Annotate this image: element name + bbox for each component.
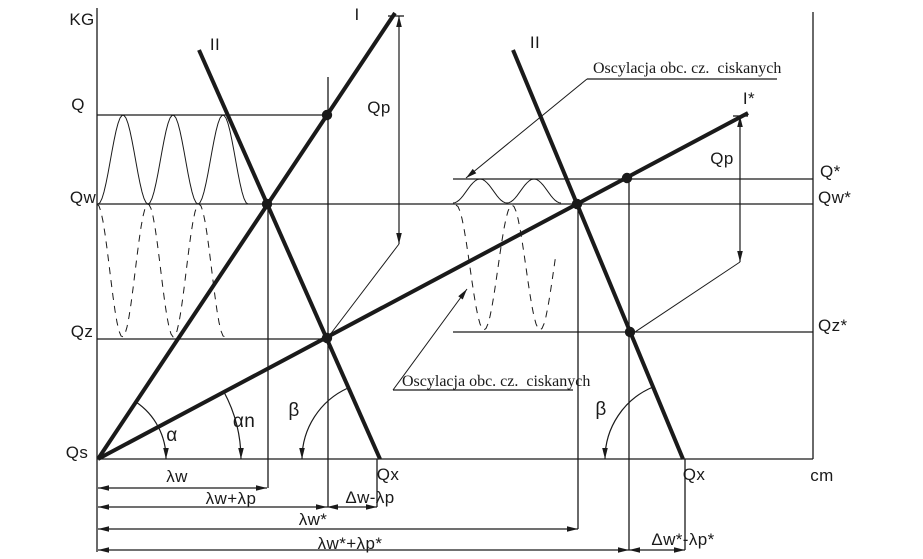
oscylacja-top-note: Oscylacja obc. cz. ciskanych [593, 60, 781, 77]
oscylacja-top-leader-arrowhead [466, 168, 477, 178]
qx-left-label: Qx [377, 465, 400, 484]
qz-label: Qz [71, 322, 94, 341]
beta-left-arc-arrowhead [299, 448, 305, 459]
oscylacja-bottom-leader-arrowhead [458, 289, 467, 300]
line-i-star-label: I* [743, 89, 755, 108]
oscillation-solid-right [452, 178, 562, 204]
lambda-w-dim-label: λw [166, 467, 188, 486]
dim-lambda-w-plus-lambda-p-right-arrowhead [316, 504, 327, 510]
dim-delta-w-star-minus-lambda-p-star-right-arrowhead [674, 547, 685, 553]
qw-label: Qw [70, 188, 97, 207]
q-star-label: Q* [820, 162, 841, 181]
qp-right-label: Qp [710, 149, 733, 168]
dim-qp-right-bottom-arrowhead [737, 251, 743, 262]
line-i [96, 11, 397, 461]
line-ii-right [511, 49, 685, 460]
delta-w-star-minus-lambda-p-star-dim-label: Δw*-λp* [651, 530, 714, 549]
intersection-dot-q [321, 109, 333, 121]
dim-qp-right-top-arrowhead [737, 116, 743, 127]
dim-qp-left-bottom-arrowhead [396, 233, 402, 244]
oscillation-dashed-left [96, 203, 228, 338]
delta-w-minus-lambda-p-dim-label: Δw-λp [345, 488, 394, 507]
line-i-star [97, 111, 749, 461]
oscylacja-bottom-leader [392, 288, 468, 391]
dim-lambda-w-plus-lambda-p-left-arrowhead [98, 504, 109, 510]
line-i-label: I [354, 5, 359, 24]
qp-left-leader [328, 243, 400, 337]
dim-delta-w-minus-lambda-p-right-arrowhead [366, 504, 377, 510]
alpha-n-angle-label: αn [233, 411, 255, 432]
beta-left-angle-label: β [288, 400, 299, 421]
beta-right-arc-arrowhead [602, 448, 608, 459]
intersection-dot-qw [261, 198, 273, 210]
lambda-w-star-dim-label: λw* [299, 510, 328, 529]
dim-lambda-w-star-plus-lambda-p-star-left-arrowhead [98, 547, 109, 553]
alpha-angle-label: α [166, 425, 177, 446]
dim-lambda-w-left-arrowhead [98, 485, 109, 491]
intersection-dot-qz [321, 332, 333, 344]
beta-left-arc [301, 387, 349, 460]
dim-lambda-w-star-right-arrowhead [567, 526, 578, 532]
intersection-dot-qz-star [624, 326, 636, 338]
qx-right-label: Qx [683, 465, 706, 484]
dim-lambda-w-star-left-arrowhead [98, 526, 109, 532]
qp-right-leader [631, 261, 741, 335]
oscillation-solid-left [97, 114, 249, 205]
qw-star-label: Qw* [818, 188, 851, 207]
lambda-w-star-plus-lambda-p-star-dim-label: λw*+λp* [318, 534, 383, 553]
cm-unit-label: cm [810, 466, 833, 485]
qp-left-label: Qp [367, 98, 390, 117]
lambda-w-plus-lambda-p-dim-label: λw+λp [206, 489, 257, 508]
oscylacja-top-leader [465, 78, 588, 179]
line-ii-right-label: II [530, 33, 540, 52]
line-ii-left [197, 49, 382, 460]
dim-lambda-w-star-plus-lambda-p-star-right-arrowhead [618, 547, 629, 553]
y-axis-unit-label: KG [69, 10, 94, 29]
oscylacja-bottom-note: Oscylacja obc. cz. ciskanych [402, 373, 590, 390]
dim-delta-w-minus-lambda-p-left-arrowhead [327, 504, 338, 510]
dim-lambda-w-right-arrowhead [256, 485, 267, 491]
intersection-dot-q-star [621, 172, 633, 184]
dim-qp-left-top-arrowhead [396, 16, 402, 27]
beta-right-angle-label: β [595, 399, 606, 420]
qz-star-label: Qz* [818, 316, 848, 335]
alpha-arc-arrowhead [163, 448, 169, 459]
q-label: Q [71, 95, 85, 114]
oscillation-dashed-right [455, 204, 557, 331]
alpha-n-arc-arrowhead [238, 448, 244, 459]
qs-label: Qs [66, 443, 89, 462]
dim-delta-w-star-minus-lambda-p-star-left-arrowhead [629, 547, 640, 553]
line-ii-left-label: II [210, 35, 220, 54]
intersection-dot-qw-star [571, 198, 583, 210]
